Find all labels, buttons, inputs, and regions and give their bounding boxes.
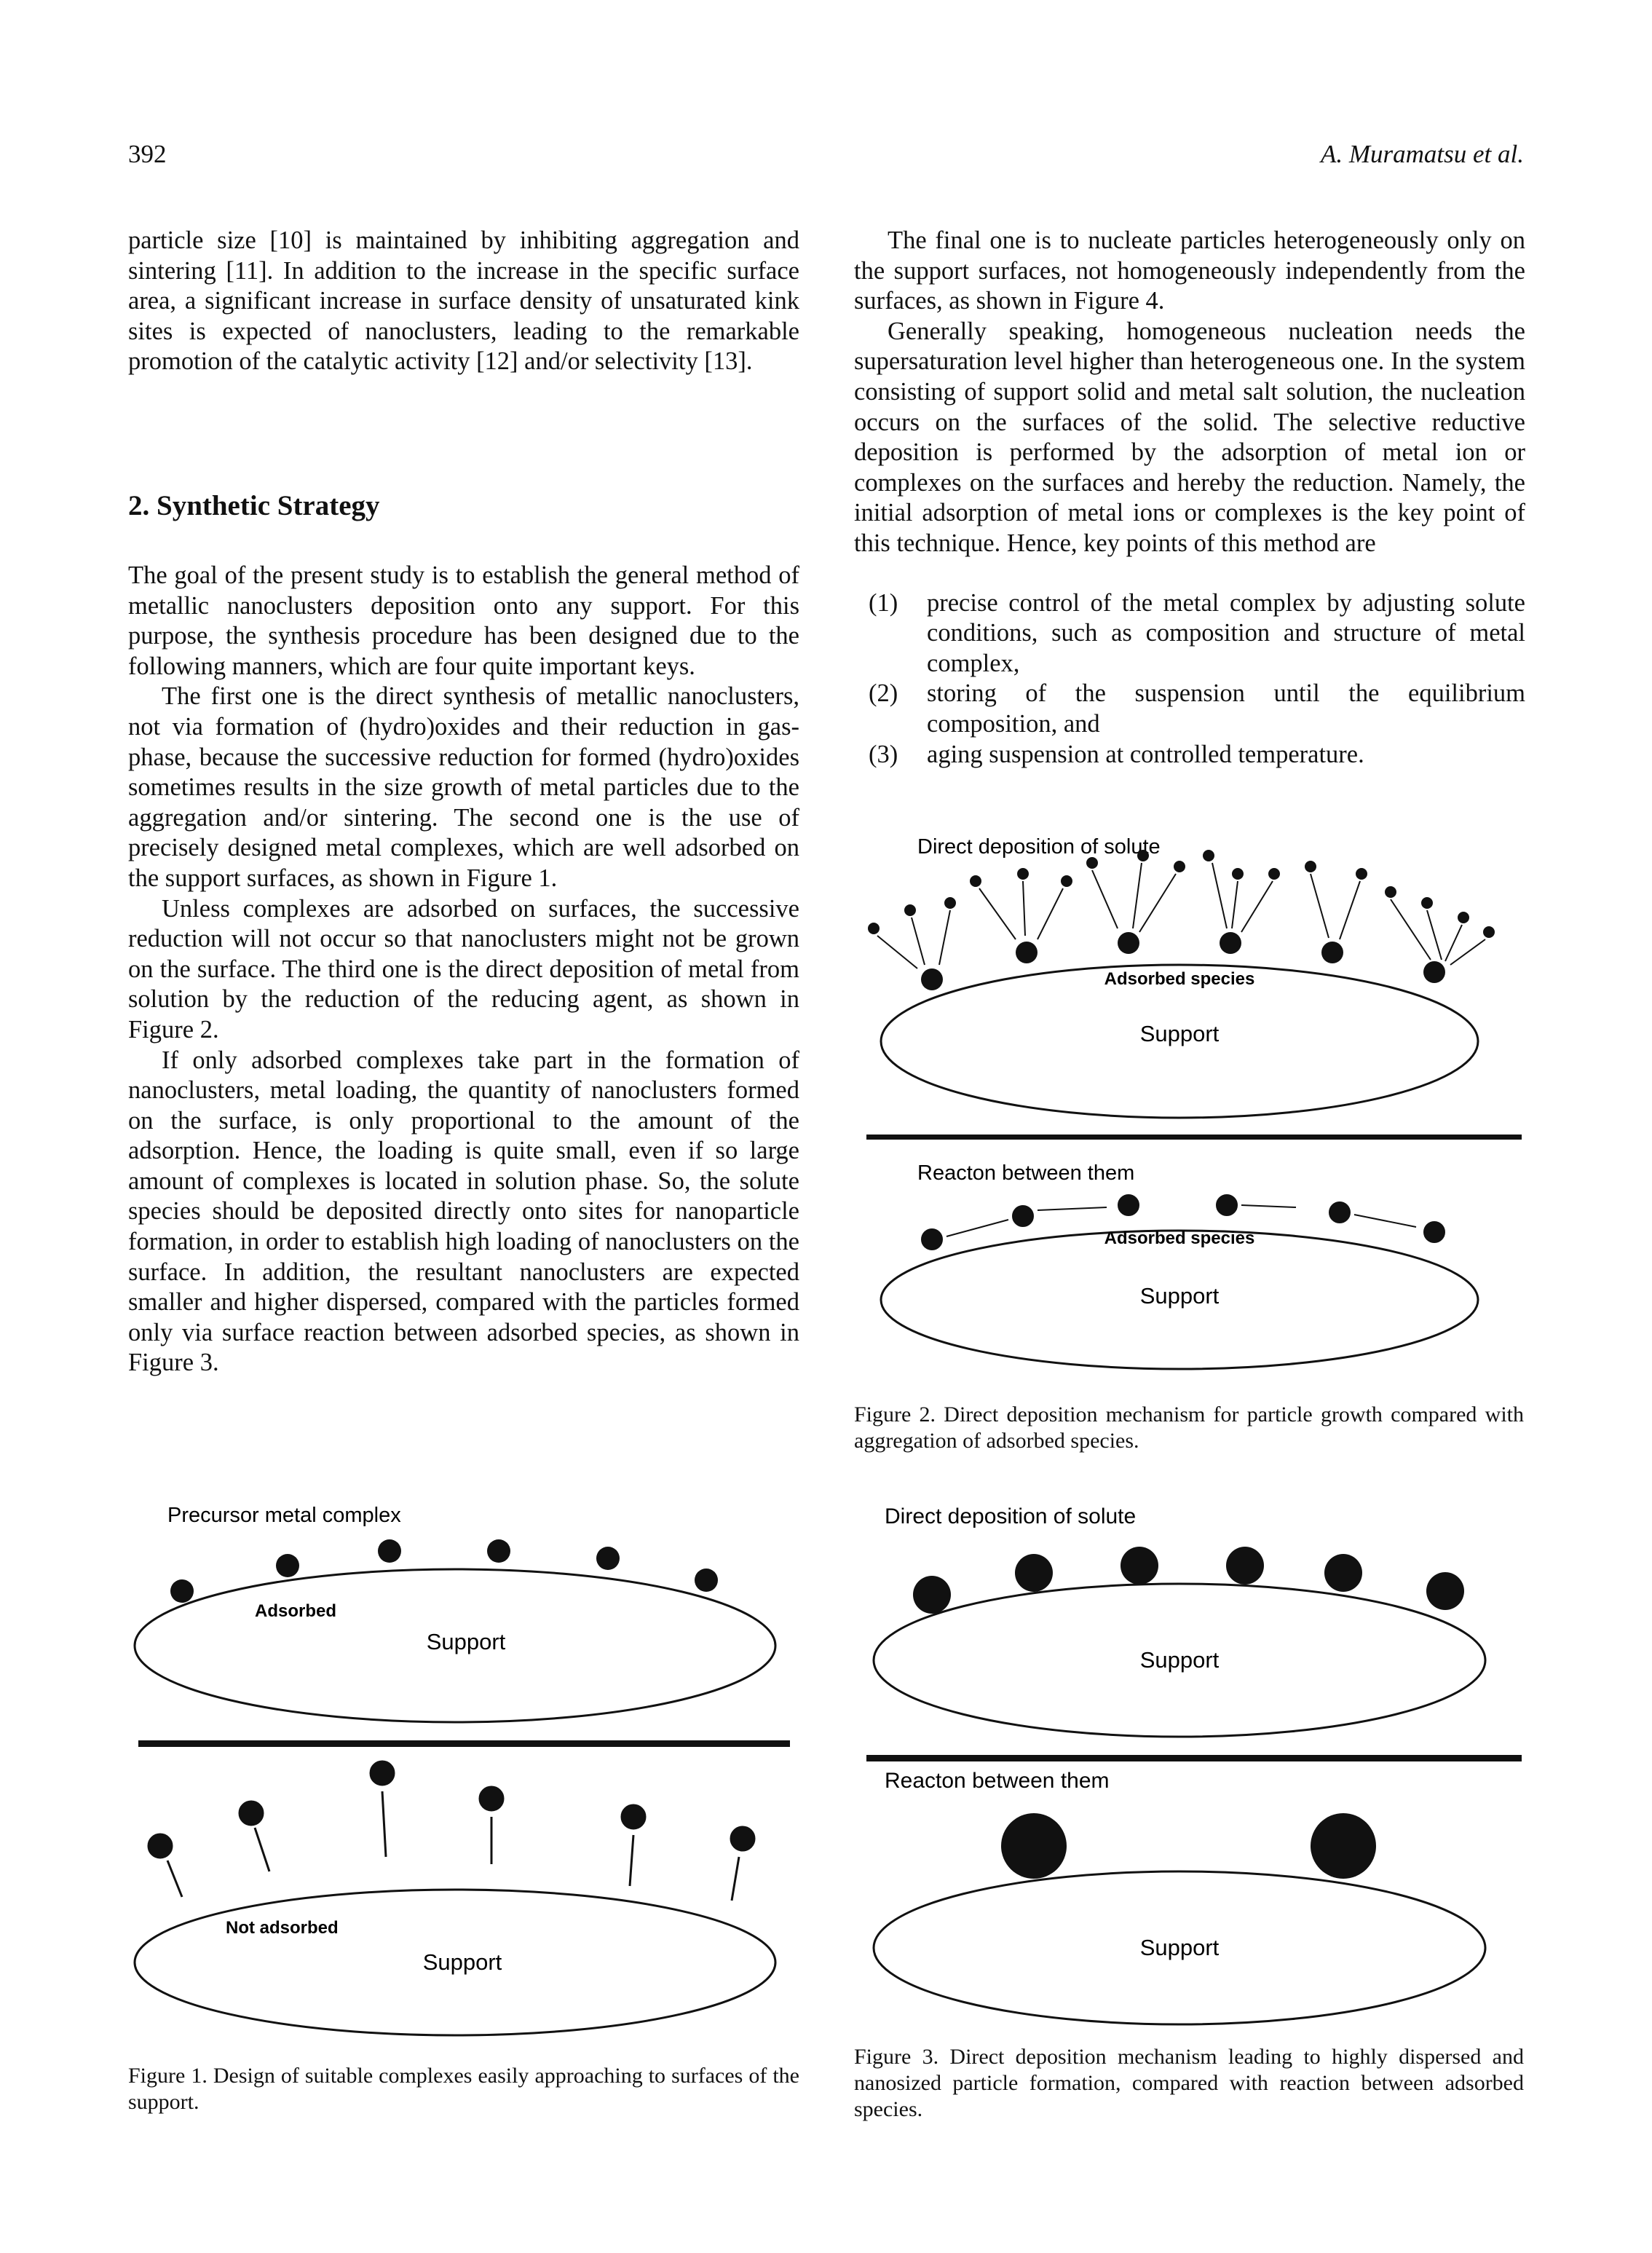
divider <box>866 1135 1522 1140</box>
non-adsorbed-particles <box>147 1760 756 1901</box>
support-ellipse <box>880 963 1479 1119</box>
support-label: Support <box>1140 1647 1220 1673</box>
figure-2-bottom-label: Reacton between them <box>917 1161 1134 1185</box>
not-adsorbed-label: Not adsorbed <box>226 1918 339 1938</box>
figure-3-top-label: Direct deposition of solute <box>885 1504 1136 1528</box>
column-right-body: The final one is to nucleate particles h… <box>854 226 1525 770</box>
paragraph: Unless complexes are adsorbed on surface… <box>128 894 799 1043</box>
section-heading: 2. Synthetic Strategy <box>128 490 380 521</box>
paragraph: The first one is the direct synthesis of… <box>128 682 799 892</box>
figure-1-top-label: Precursor metal complex <box>167 1504 401 1527</box>
running-head: A. Muramatsu et al. <box>1320 140 1524 168</box>
support-label: Support <box>1140 1021 1220 1046</box>
divider <box>138 1740 790 1747</box>
adsorbed-particles <box>921 932 1445 990</box>
support-ellipse <box>133 1568 777 1724</box>
figure-3-bottom-label: Reacton between them <box>885 1769 1110 1793</box>
adsorbed-species-label: Adsorbed species <box>1104 1228 1255 1248</box>
support-ellipse <box>872 1582 1487 1738</box>
column-left-body: The goal of the present study is to esta… <box>128 561 799 1378</box>
support-ellipse <box>880 1229 1479 1370</box>
deposited-particles <box>913 1547 1464 1614</box>
adsorbed-species-label: Adsorbed species <box>1104 969 1255 989</box>
precursor-particles <box>170 1539 718 1603</box>
page-number: 392 <box>128 140 167 168</box>
solute-particles <box>868 850 1495 969</box>
support-label: Support <box>423 1949 502 1975</box>
figure-2-diagram: Direct deposition of solute Support Adso… <box>866 835 1522 1370</box>
figure-3-diagram: Direct deposition of solute Support Reac… <box>866 1504 1522 2026</box>
support-ellipse <box>133 1888 777 2037</box>
paragraph: The goal of the present study is to esta… <box>128 561 799 680</box>
support-label: Support <box>1140 1935 1220 1960</box>
support-label: Support <box>427 1629 506 1654</box>
divider <box>866 1755 1522 1761</box>
figure-2-caption: Figure 2. Direct deposition mechanism fo… <box>854 1402 1524 1453</box>
aggregated-particles <box>1001 1813 1376 1879</box>
column-left-top: particle size [10] is maintained by inhi… <box>128 226 799 377</box>
paragraph: particle size [10] is maintained by inhi… <box>128 226 799 376</box>
figure-1-diagram: Precursor metal complex Support Adsorbed… <box>133 1504 790 2037</box>
adsorbed-label: Adsorbed <box>255 1601 336 1621</box>
list-item: (3)aging suspension at controlled temper… <box>869 740 1364 768</box>
support-ellipse <box>872 1870 1487 2026</box>
list-item: (2)storing of the suspension until the e… <box>869 679 1525 738</box>
figure-2-top-label: Direct deposition of solute <box>917 835 1161 859</box>
migrating-particles <box>921 1194 1445 1250</box>
figure-1-caption: Figure 1. Design of suitable complexes e… <box>128 2064 799 2114</box>
key-points-list: (1)precise control of the metal complex … <box>854 588 1525 770</box>
paragraph: Generally speaking, homogeneous nucleati… <box>854 317 1525 557</box>
paragraph: The final one is to nucleate particles h… <box>854 226 1525 315</box>
figure-3-caption: Figure 3. Direct deposition mechanism le… <box>854 2045 1524 2121</box>
list-item: (1)precise control of the metal complex … <box>869 588 1525 677</box>
paragraph: If only adsorbed complexes take part in … <box>128 1046 799 1377</box>
support-label: Support <box>1140 1283 1220 1309</box>
